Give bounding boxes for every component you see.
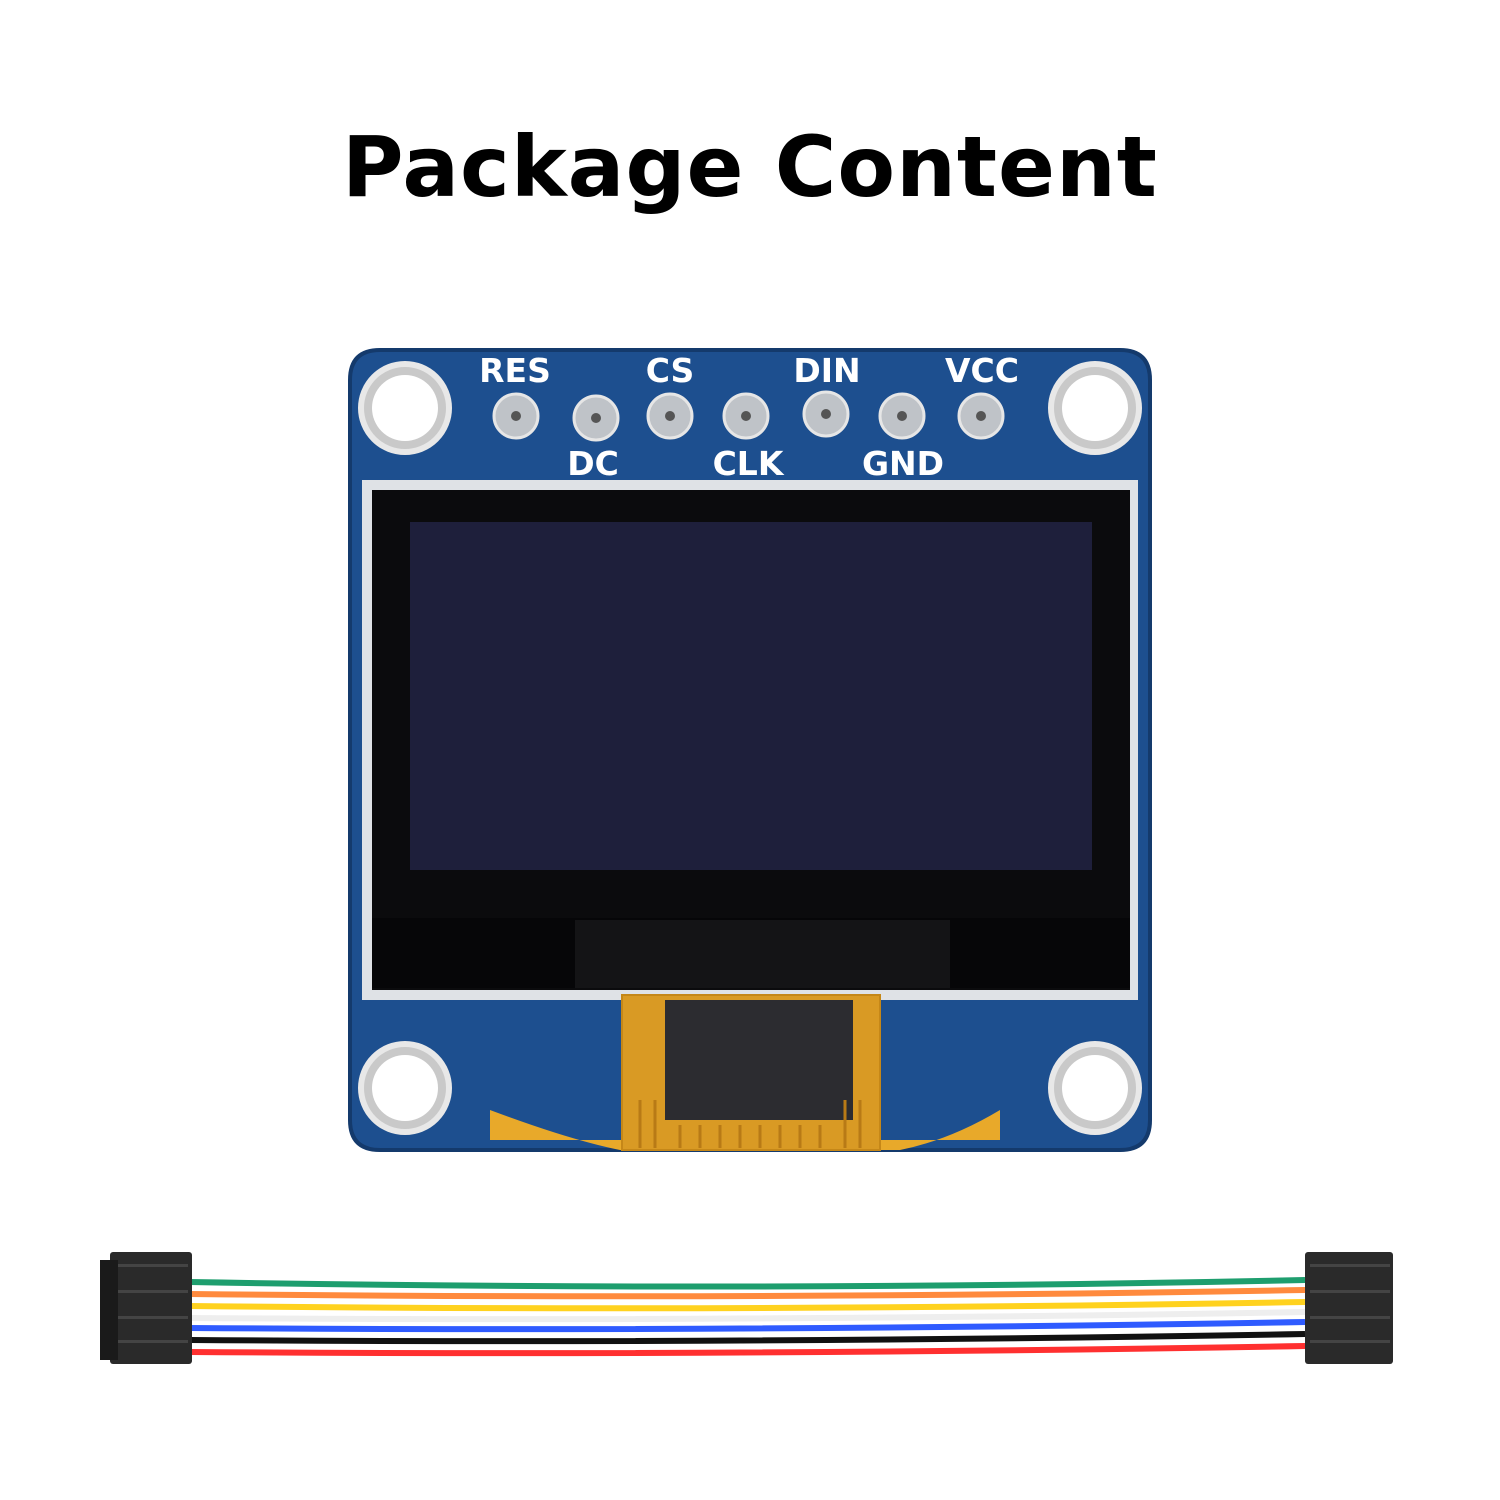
pin-pad	[802, 390, 850, 438]
pin-pads	[492, 390, 1005, 442]
wire-white-2	[189, 1309, 1306, 1323]
oled-screen	[410, 522, 1092, 870]
pin-pad	[878, 392, 926, 440]
connector-right	[1305, 1252, 1393, 1364]
wire-red	[189, 1343, 1306, 1357]
pin-label-gnd: GND	[862, 444, 944, 483]
wire-blue	[189, 1319, 1306, 1333]
flex-cable-traces	[638, 1100, 862, 1148]
pin-pad	[492, 392, 540, 440]
pin-pad	[646, 392, 694, 440]
page-title: Package Content	[342, 118, 1158, 216]
pin-label-clk: CLK	[713, 444, 785, 483]
dupont-cable-illustration	[100, 1252, 1393, 1364]
pin-label-cs: CS	[646, 351, 695, 390]
wire-orange	[189, 1287, 1306, 1300]
pin-label-res: RES	[479, 351, 551, 390]
dupont-cable	[90, 1240, 1410, 1380]
wire-yellow	[189, 1299, 1306, 1312]
wire-white	[189, 1265, 1306, 1278]
connector-left	[100, 1252, 192, 1364]
oled-module: RES CS DIN VCC DC CLK GND	[340, 340, 1160, 1160]
pin-label-vcc: VCC	[945, 351, 1019, 390]
pin-label-din: DIN	[793, 351, 860, 390]
pin-pad	[722, 392, 770, 440]
mounting-hole-top-right	[1048, 361, 1142, 455]
display-driver-chip	[575, 920, 950, 988]
wire-black	[189, 1331, 1306, 1345]
pin-pad	[572, 394, 620, 442]
mounting-hole-top-left	[358, 361, 452, 455]
mounting-hole-bottom-left	[358, 1041, 452, 1135]
pin-pad	[957, 392, 1005, 440]
cable-wires	[189, 1265, 1306, 1357]
flex-cable-shield	[665, 1000, 853, 1120]
wire-green	[189, 1277, 1306, 1290]
mounting-hole-bottom-right	[1048, 1041, 1142, 1135]
oled-module-illustration: RES CS DIN VCC DC CLK GND	[348, 348, 1152, 1152]
pin-label-dc: DC	[567, 444, 619, 483]
